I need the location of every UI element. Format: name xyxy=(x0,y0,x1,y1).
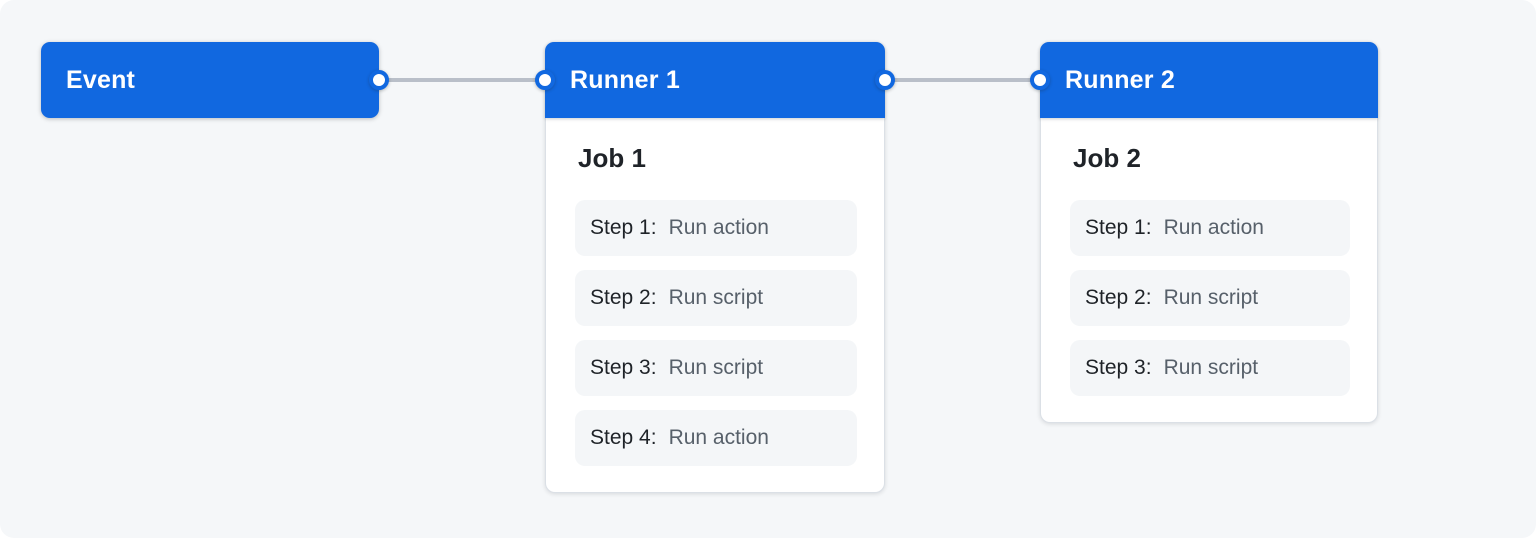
connector-dot-runner1-left xyxy=(535,70,555,90)
step-item: Step 3: Run script xyxy=(575,340,857,396)
step-action: Run script xyxy=(1163,286,1259,309)
step-item: Step 1: Run action xyxy=(1070,200,1350,256)
connector-dot-event-right xyxy=(369,70,389,90)
event-label: Event xyxy=(66,65,136,94)
runner-1-title: Runner 1 xyxy=(570,65,680,94)
step-label: Step 1: xyxy=(1085,216,1152,239)
step-label: Step 4: xyxy=(590,426,657,449)
step-action: Run action xyxy=(668,216,769,239)
step-item: Step 1: Run action xyxy=(575,200,857,256)
step-item: Step 2: Run script xyxy=(1070,270,1350,326)
connector-line-event-runner1 xyxy=(379,78,545,82)
connector-dot-runner2-left xyxy=(1030,70,1050,90)
job-1-steps: Step 1: Run action Step 2: Run script St… xyxy=(575,200,857,466)
step-label: Step 1: xyxy=(590,216,657,239)
step-item: Step 2: Run script xyxy=(575,270,857,326)
runner-2-header: Runner 2 xyxy=(1040,42,1378,118)
step-label: Step 2: xyxy=(590,286,657,309)
step-label: Step 3: xyxy=(1085,356,1152,379)
connector-dot-runner1-right xyxy=(875,70,895,90)
runner-1-card: Runner 1 Job 1 Step 1: Run action Step 2… xyxy=(545,42,885,493)
step-action: Run action xyxy=(668,426,769,449)
step-label: Step 3: xyxy=(590,356,657,379)
job-2-steps: Step 1: Run action Step 2: Run script St… xyxy=(1070,200,1350,396)
runner-1-body: Job 1 Step 1: Run action Step 2: Run scr… xyxy=(546,118,884,492)
step-action: Run action xyxy=(1163,216,1264,239)
step-action: Run script xyxy=(668,356,764,379)
connector-line-runner1-runner2 xyxy=(885,78,1040,82)
runner-2-card: Runner 2 Job 2 Step 1: Run action Step 2… xyxy=(1040,42,1378,423)
job-2-title: Job 2 xyxy=(1073,143,1141,173)
step-action: Run script xyxy=(1163,356,1259,379)
step-label: Step 2: xyxy=(1085,286,1152,309)
job-1-title: Job 1 xyxy=(578,143,646,173)
step-action: Run script xyxy=(668,286,764,309)
step-item: Step 4: Run action xyxy=(575,410,857,466)
event-node: Event xyxy=(41,42,379,118)
runner-2-title: Runner 2 xyxy=(1065,65,1175,94)
runner-2-body: Job 2 Step 1: Run action Step 2: Run scr… xyxy=(1041,118,1377,422)
runner-1-header: Runner 1 xyxy=(545,42,885,118)
step-item: Step 3: Run script xyxy=(1070,340,1350,396)
